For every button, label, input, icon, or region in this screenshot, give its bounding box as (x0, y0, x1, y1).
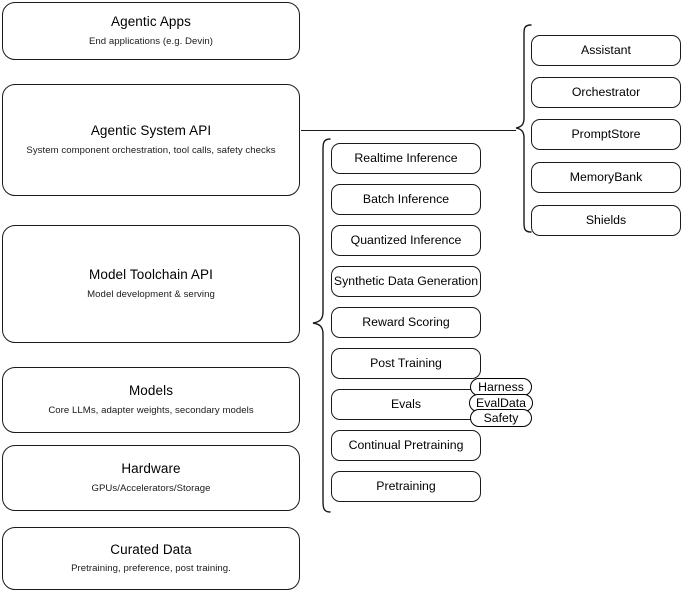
capability-label: Pretraining (376, 478, 436, 493)
component-label: Assistant (581, 42, 631, 57)
layer-box-agentic-system-api[interactable]: Agentic System API System component orch… (2, 84, 300, 196)
component-label: Orchestrator (571, 84, 641, 99)
capability-label: Evals (390, 396, 422, 411)
layer-subtitle: System component orchestration, tool cal… (26, 144, 276, 156)
capability-box-batch-inference[interactable]: Batch Inference (331, 184, 481, 215)
capability-box-pretraining[interactable]: Pretraining (331, 471, 481, 502)
component-box-assistant[interactable]: Assistant (531, 35, 681, 66)
capability-box-synthetic-data-generation[interactable]: Synthetic Data Generation (331, 266, 481, 297)
layer-title: Hardware (121, 461, 181, 477)
component-box-memorybank[interactable]: MemoryBank (531, 162, 681, 193)
capability-box-reward-scoring[interactable]: Reward Scoring (331, 307, 481, 338)
layer-box-agentic-apps[interactable]: Agentic Apps End applications (e.g. Devi… (2, 2, 300, 60)
capability-label: Continual Pretraining (348, 437, 464, 452)
evals-badge-safety[interactable]: Safety (470, 409, 532, 427)
component-label: MemoryBank (569, 169, 643, 184)
layer-title: Curated Data (110, 541, 192, 557)
component-box-orchestrator[interactable]: Orchestrator (531, 77, 681, 108)
evals-badge-evaldata[interactable]: EvalData (469, 394, 533, 412)
component-label: Shields (585, 212, 627, 227)
layer-box-curated-data[interactable]: Curated Data Pretraining, preference, po… (2, 527, 300, 590)
component-box-shields[interactable]: Shields (531, 205, 681, 236)
capability-box-evals[interactable]: Evals (331, 389, 481, 420)
layer-subtitle: End applications (e.g. Devin) (88, 35, 214, 47)
layer-box-hardware[interactable]: Hardware GPUs/Accelerators/Storage (2, 445, 300, 511)
capability-label: Reward Scoring (362, 314, 450, 329)
layer-subtitle: Pretraining, preference, post training. (71, 563, 231, 575)
capability-label: Batch Inference (362, 191, 450, 206)
capability-box-realtime-inference[interactable]: Realtime Inference (331, 143, 481, 174)
layer-title: Agentic Apps (110, 14, 191, 30)
capability-label: Synthetic Data Generation (333, 273, 479, 288)
capability-box-quantized-inference[interactable]: Quantized Inference (331, 225, 481, 256)
badge-label: EvalData (476, 395, 526, 410)
capability-box-post-training[interactable]: Post Training (331, 348, 481, 379)
capability-label: Realtime Inference (354, 150, 458, 165)
component-label: PromptStore (571, 126, 641, 141)
component-box-promptstore[interactable]: PromptStore (531, 119, 681, 150)
layer-subtitle: Model development & serving (87, 288, 215, 300)
badge-label: Harness (478, 379, 524, 394)
layer-subtitle: GPUs/Accelerators/Storage (91, 482, 211, 494)
layer-title: Agentic System API (90, 123, 212, 139)
connector-line-system-api (301, 130, 516, 132)
layer-title: Models (128, 383, 174, 399)
capability-label: Post Training (370, 355, 442, 370)
layer-title: Model Toolchain API (89, 267, 213, 283)
layer-box-model-toolchain-api[interactable]: Model Toolchain API Model development & … (2, 225, 300, 343)
capability-box-continual-pretraining[interactable]: Continual Pretraining (331, 430, 481, 461)
badge-label: Safety (483, 410, 519, 425)
capability-label: Quantized Inference (350, 232, 462, 247)
layer-box-models[interactable]: Models Core LLMs, adapter weights, secon… (2, 367, 300, 433)
layer-subtitle: Core LLMs, adapter weights, secondary mo… (48, 404, 254, 416)
